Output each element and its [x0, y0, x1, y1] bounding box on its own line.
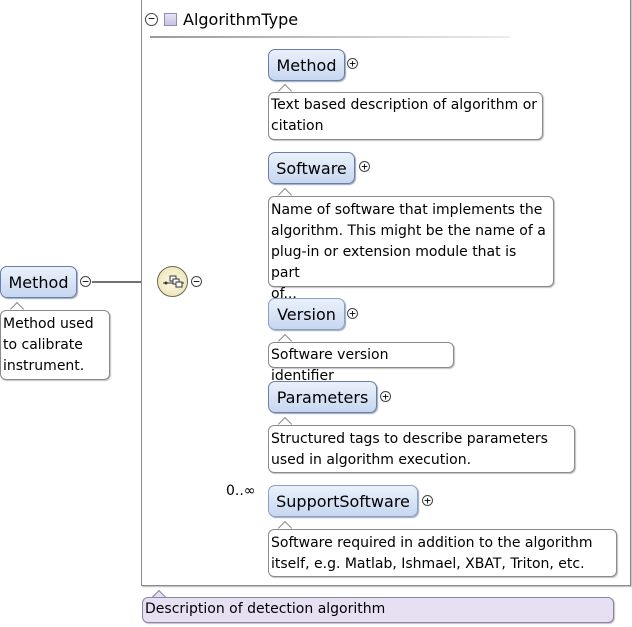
child-element-supportsoftware[interactable]: SupportSoftware — [268, 485, 418, 517]
expand-icon[interactable]: + — [422, 495, 433, 506]
child-documentation-supportsoftware: Software required in addition to the alg… — [268, 529, 617, 577]
complex-type-icon — [164, 12, 177, 26]
expand-icon[interactable]: + — [359, 161, 370, 172]
child-element-label: Version — [277, 304, 336, 324]
type-header-underline — [150, 36, 510, 38]
child-documentation-method: Text based description of algorithm or c… — [268, 92, 543, 140]
child-element-label: Parameters — [276, 387, 369, 407]
child-documentation-version: Software version identifier — [268, 342, 454, 384]
expand-icon[interactable]: + — [347, 58, 358, 69]
collapse-icon[interactable]: − — [145, 12, 158, 26]
root-documentation: Method used to calibrate instrument. — [0, 310, 110, 380]
child-element-software[interactable]: Software — [268, 152, 355, 184]
child-element-label: Software — [276, 158, 347, 178]
type-documentation: Description of detection algorithm — [142, 597, 614, 623]
type-header: − AlgorithmType — [145, 6, 298, 32]
child-element-label: SupportSoftware — [276, 491, 410, 511]
child-documentation-software: Name of software that implements the alg… — [268, 196, 554, 302]
expand-icon[interactable]: + — [347, 308, 358, 319]
child-element-label: Method — [276, 55, 337, 75]
root-element-method[interactable]: Method — [0, 266, 77, 298]
type-name: AlgorithmType — [183, 9, 299, 29]
sequence-compositor-icon[interactable] — [157, 266, 188, 297]
expand-icon[interactable]: + — [380, 391, 391, 402]
multiplicity-label: 0..∞ — [226, 483, 256, 499]
child-element-parameters[interactable]: Parameters — [268, 381, 377, 413]
root-collapse-icon[interactable]: − — [80, 276, 91, 287]
compositor-collapse-icon[interactable]: − — [191, 276, 202, 287]
child-element-version[interactable]: Version — [268, 298, 345, 330]
sequence-symbol-icon — [163, 275, 184, 288]
child-documentation-parameters: Structured tags to describe parameters u… — [268, 425, 575, 473]
child-element-method[interactable]: Method — [268, 49, 345, 81]
root-element-label: Method — [8, 272, 69, 292]
